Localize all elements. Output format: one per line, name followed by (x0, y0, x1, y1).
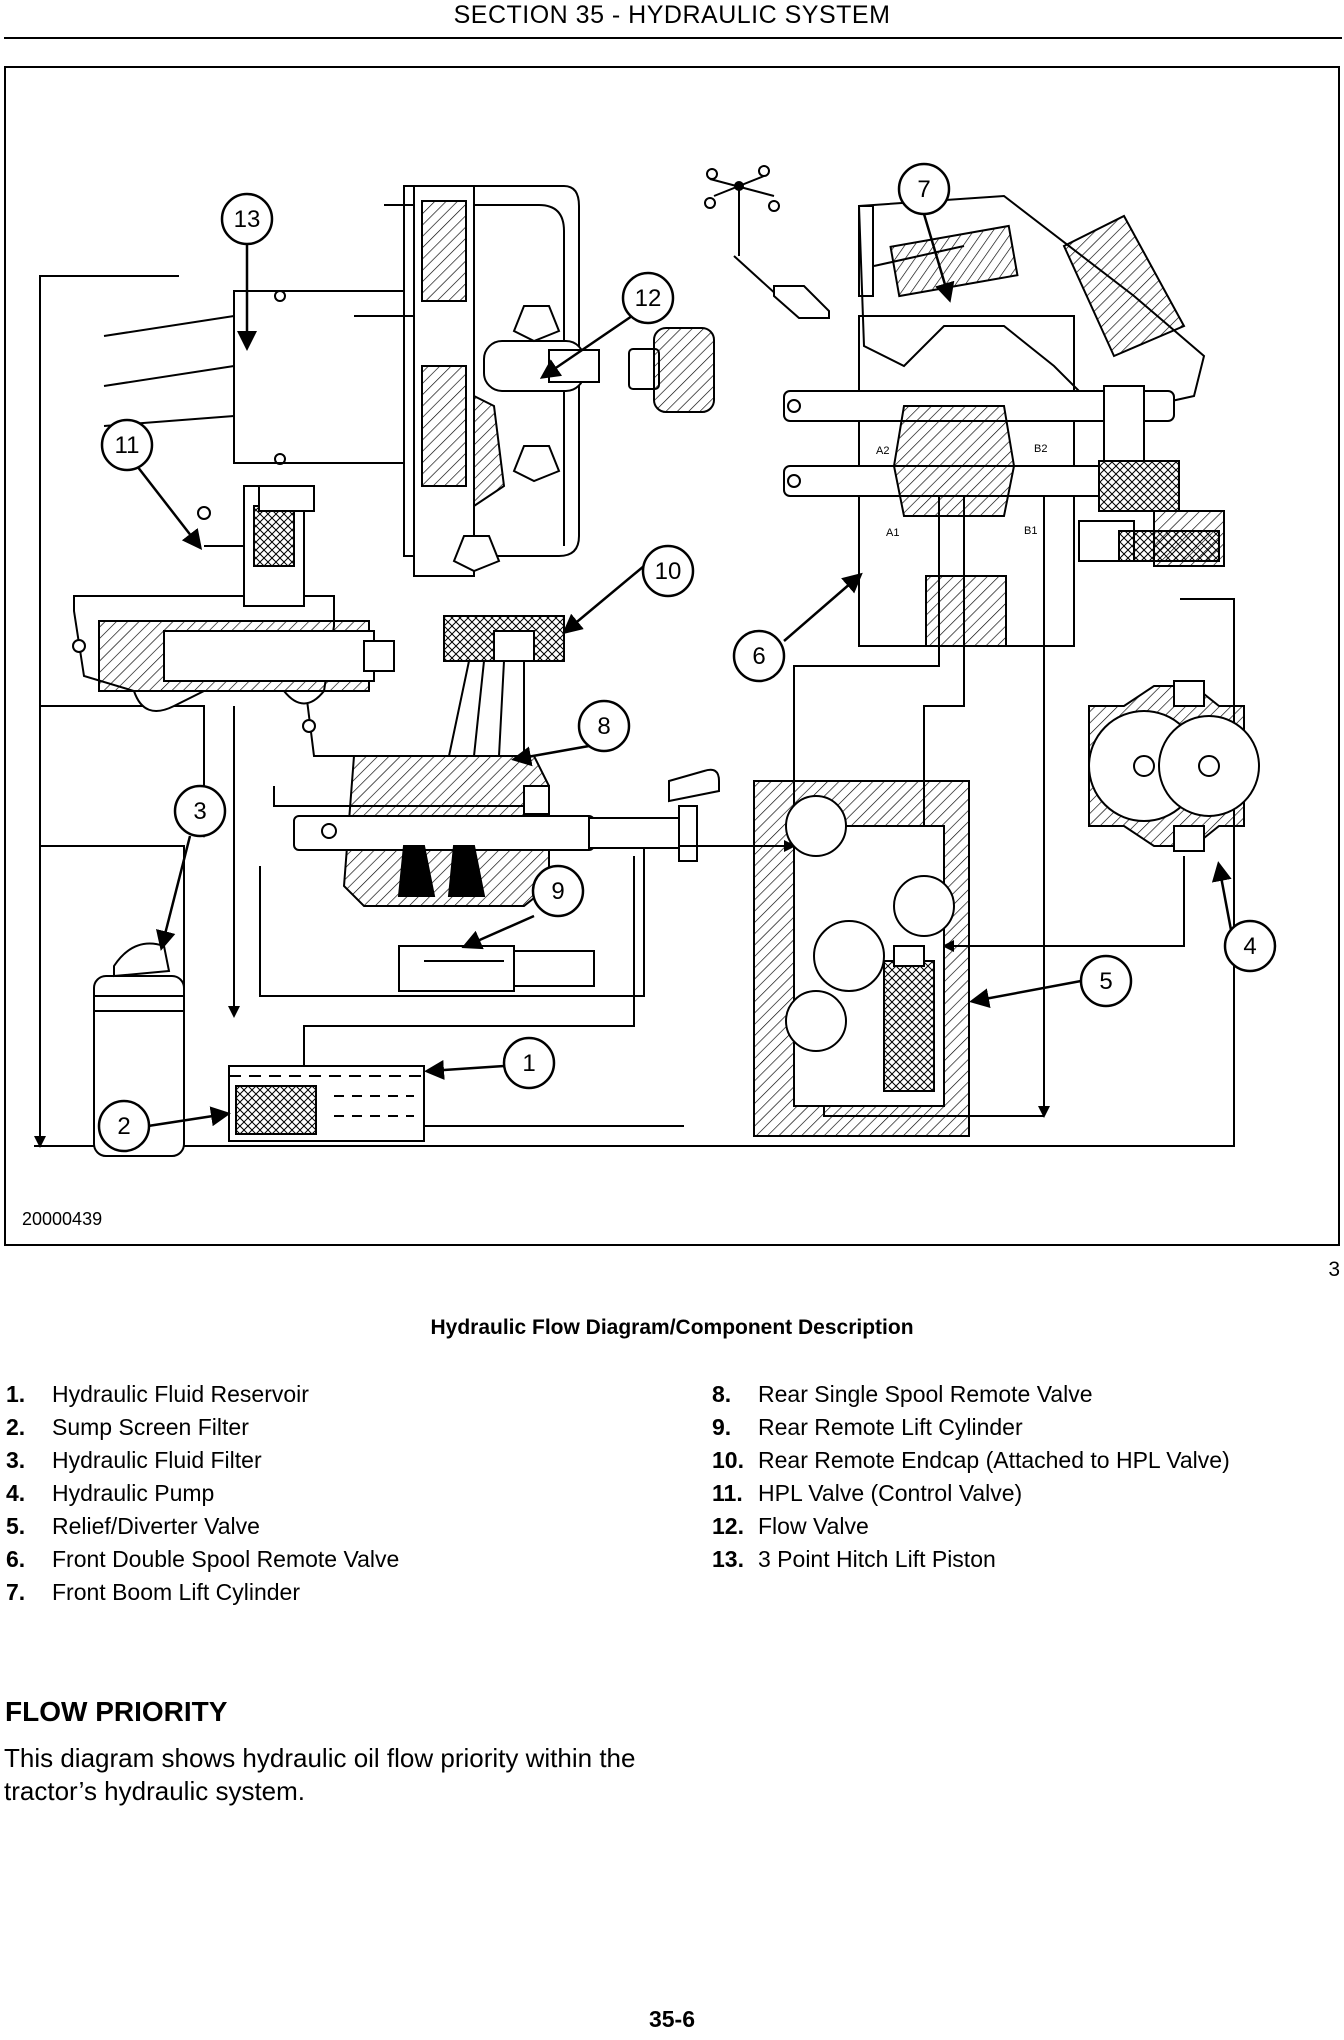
legend-num: 9. (712, 1414, 732, 1440)
port-label-a1: A1 (886, 527, 899, 539)
legend-left: 1. Hydraulic Fluid Reservoir 2. Sump Scree… (6, 1378, 399, 1609)
legend-item: 3. Hydraulic Fluid Filter (6, 1444, 399, 1477)
figure-caption: Hydraulic Flow Diagram/Component Descrip… (430, 1316, 914, 1339)
callout-11 (100, 418, 203, 550)
legend-label: Sump Screen Filter (52, 1414, 249, 1440)
legend-num: 10. (712, 1447, 744, 1473)
callout-label-8: 8 (597, 713, 610, 740)
callout-label-1: 1 (522, 1050, 535, 1077)
port-label-a2: A2 (876, 445, 889, 457)
legend-item: 5. Relief/Diverter Valve (6, 1510, 399, 1543)
callout-label-5: 5 (1099, 968, 1112, 995)
callout-label-2: 2 (117, 1113, 130, 1140)
hpl-valve (72, 485, 395, 733)
callout-label-4: 4 (1243, 933, 1256, 960)
rear-remote-endcap (443, 615, 565, 757)
legend-label: Front Boom Lift Cylinder (52, 1579, 300, 1605)
legend-label: Rear Remote Endcap (Attached to HPL Valv… (758, 1447, 1230, 1473)
legend-item: 12. Flow Valve (712, 1510, 1230, 1543)
callout-9 (461, 864, 585, 950)
figure-id: 20000439 (22, 1209, 103, 1229)
relief-diverter-valve (753, 780, 970, 1137)
figure-number: 3 (1328, 1258, 1340, 1281)
callout-12 (539, 271, 675, 379)
legend-item: 8. Rear Single Spool Remote Valve (712, 1378, 1230, 1411)
legend-num: 6. (6, 1546, 26, 1572)
callout-label-6: 6 (752, 643, 765, 670)
callout-1 (424, 1036, 556, 1090)
callout-labels: 1 2 3 4 5 6 7 8 9 10 11 12 13 (115, 176, 1257, 1140)
legend-num: 4. (6, 1480, 26, 1506)
callout-5 (969, 954, 1133, 1009)
legend-item: 1. Hydraulic Fluid Reservoir (6, 1378, 399, 1411)
callout-2 (97, 1099, 231, 1153)
legend-label: Front Double Spool Remote Valve (52, 1546, 400, 1572)
callout-6 (732, 572, 863, 683)
callout-10 (562, 544, 695, 635)
callout-label-9: 9 (551, 878, 564, 905)
legend-num: 5. (6, 1513, 26, 1539)
callout-label-12: 12 (635, 285, 662, 312)
callouts (97, 162, 1277, 1153)
port-label-b2: B2 (1034, 443, 1047, 455)
boom-lift-cylinder (857, 194, 1206, 418)
legend-num: 2. (6, 1414, 26, 1440)
port-label-b1: B1 (1024, 525, 1037, 537)
legend-num: 12. (712, 1513, 744, 1539)
legend-item: 13. 3 Point Hitch Lift Piston (712, 1543, 1230, 1576)
legend-item: 2. Sump Screen Filter (6, 1411, 399, 1444)
page-number: 35-6 (648, 2006, 696, 2032)
legend-label: Rear Single Spool Remote Valve (758, 1381, 1093, 1407)
hydraulic-flow-diagram: A2 B2 A1 B1 (34, 162, 1277, 1157)
legend-num: 8. (712, 1381, 732, 1407)
callout-8 (511, 699, 631, 767)
legend-item: 9. Rear Remote Lift Cylinder (712, 1411, 1230, 1444)
hydraulic-pump (1088, 680, 1260, 852)
callout-label-10: 10 (655, 558, 682, 585)
legend-item: 10. Rear Remote Endcap (Attached to HPL V… (712, 1444, 1230, 1477)
joystick (704, 165, 830, 319)
legend-num: 3. (6, 1447, 26, 1473)
legend-right: 8. Rear Single Spool Remote Valve 9. Rear … (712, 1378, 1230, 1576)
legend-item: 11. HPL Valve (Control Valve) (712, 1477, 1230, 1510)
legend-num: 1. (6, 1381, 26, 1407)
callout-label-7: 7 (917, 176, 930, 203)
legend-item: 6. Front Double Spool Remote Valve (6, 1543, 399, 1576)
legend-item: 7. Front Boom Lift Cylinder (6, 1576, 399, 1609)
legend-label: Hydraulic Fluid Filter (52, 1447, 262, 1473)
legend-label: 3 Point Hitch Lift Piston (758, 1546, 996, 1572)
reservoir (228, 1065, 425, 1142)
figure-frame (4, 66, 1340, 1246)
callout-3 (156, 784, 227, 951)
legend-label: HPL Valve (Control Valve) (758, 1480, 1023, 1506)
legend-label: Flow Valve (758, 1513, 869, 1539)
page-header-title: SECTION 35 - HYDRAULIC SYSTEM (453, 1, 891, 29)
legend-label: Rear Remote Lift Cylinder (758, 1414, 1023, 1440)
callout-13 (220, 192, 274, 351)
legend-label: Hydraulic Pump (52, 1480, 215, 1506)
rear-single-spool-valve (293, 755, 720, 907)
section-heading: FLOW PRIORITY (5, 1696, 228, 1727)
legend-label: Relief/Diverter Valve (52, 1513, 260, 1539)
section-body: This diagram shows hydraulic oil flow pr… (4, 1743, 636, 1806)
legend-label: Hydraulic Fluid Reservoir (52, 1381, 309, 1407)
legend-num: 11. (712, 1480, 743, 1506)
header-divider (4, 37, 1342, 39)
front-double-spool-valve: A2 B2 A1 B1 (783, 315, 1225, 647)
callout-4 (1211, 861, 1277, 973)
legend-num: 13. (712, 1546, 744, 1572)
callout-label-13: 13 (234, 206, 261, 233)
callout-label-3: 3 (193, 798, 206, 825)
flow-valve (354, 185, 715, 577)
legend-num: 7. (6, 1579, 26, 1605)
rear-remote-lift-cylinder (398, 945, 595, 992)
legend-item: 4. Hydraulic Pump (6, 1477, 399, 1510)
callout-7 (897, 162, 955, 303)
callout-label-11: 11 (115, 432, 140, 459)
